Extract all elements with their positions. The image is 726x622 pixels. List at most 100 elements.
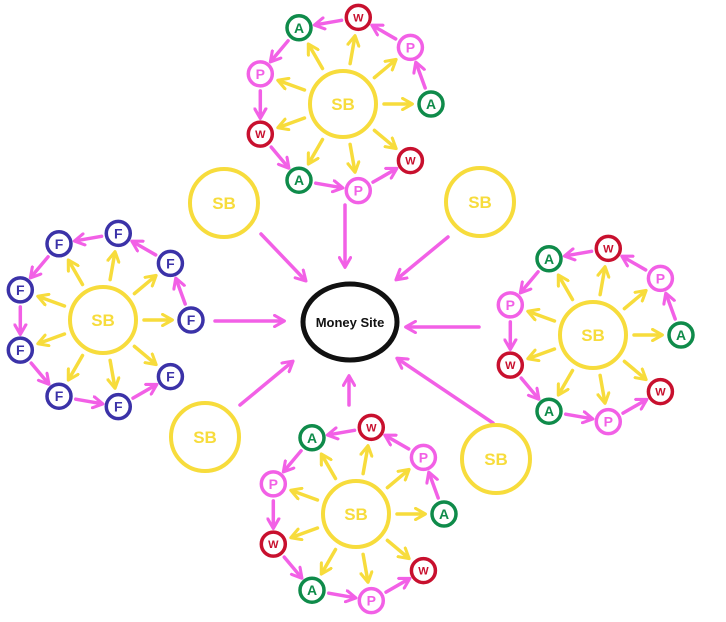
node-label: A xyxy=(307,582,317,598)
sb-to-node-arrow xyxy=(322,455,338,481)
node-circle xyxy=(357,586,386,615)
node-to-node-arrow xyxy=(371,169,396,184)
node-to-node-arrow xyxy=(429,473,440,500)
node-circle xyxy=(357,413,386,442)
money-site-label: Money Site xyxy=(316,315,385,330)
node-chain-arrows xyxy=(273,430,440,598)
node-a: A xyxy=(285,166,313,194)
node-circle xyxy=(344,3,373,32)
sb-circle xyxy=(68,285,138,355)
node-circle xyxy=(298,576,326,604)
node-label: W xyxy=(655,387,666,399)
sb-to-node-arrow xyxy=(132,276,155,296)
sb-to-node-arrow xyxy=(600,373,605,402)
node-label: F xyxy=(16,282,25,298)
node-a: A xyxy=(667,321,695,349)
node-to-node-arrow xyxy=(176,279,187,306)
standalone-sb-node: SB xyxy=(460,423,532,495)
link-to-money-site-arrow xyxy=(397,235,450,279)
cluster-sb-node: SB xyxy=(68,285,138,355)
sb-to-node-arrow xyxy=(372,60,395,80)
node-label: F xyxy=(16,342,25,358)
sb-to-node-arrow xyxy=(110,358,115,387)
sb-label: SB xyxy=(212,194,236,213)
node-p: P xyxy=(409,443,438,472)
node-a: A xyxy=(285,14,313,42)
cluster-sb-node: SB xyxy=(308,69,378,139)
node-to-node-arrow xyxy=(666,294,677,321)
node-w: W xyxy=(259,530,288,558)
node-f: F xyxy=(104,392,133,421)
node-circle xyxy=(156,249,185,278)
node-label: F xyxy=(114,225,123,241)
node-label: P xyxy=(506,297,515,313)
node-to-node-arrow xyxy=(131,385,156,400)
node-to-node-arrow xyxy=(269,145,288,167)
sb-to-node-arrow xyxy=(309,45,325,71)
node-f: F xyxy=(156,362,185,391)
node-label: P xyxy=(419,449,428,465)
node-circle xyxy=(496,291,525,319)
node-circle xyxy=(430,500,458,528)
sb-to-node-arrow xyxy=(350,142,355,171)
node-to-node-arrow xyxy=(313,183,342,188)
node-f: F xyxy=(177,306,205,334)
node-p: P xyxy=(246,60,275,88)
sb-to-node-arrow xyxy=(132,344,155,363)
sb-label: SB xyxy=(581,326,605,345)
node-f: F xyxy=(6,276,35,304)
node-circle xyxy=(104,219,133,248)
node-circle xyxy=(496,351,525,379)
node-label: A xyxy=(294,172,304,188)
node-a: A xyxy=(535,245,563,273)
node-chain-arrows xyxy=(260,20,427,188)
node-circle xyxy=(594,234,623,263)
node-label: P xyxy=(604,414,613,430)
link-to-money-site-arrow xyxy=(259,232,305,280)
node-to-node-arrow xyxy=(563,414,592,419)
node-circle xyxy=(104,392,133,421)
node-w: W xyxy=(344,3,373,32)
node-label: A xyxy=(307,430,317,446)
node-circle xyxy=(594,407,623,436)
sb-circle xyxy=(308,69,378,139)
node-a: A xyxy=(417,90,445,118)
node-label: F xyxy=(166,255,175,271)
sb-to-node-arrow xyxy=(529,312,557,323)
node-p: P xyxy=(357,586,386,615)
node-w: W xyxy=(396,146,425,175)
sb-circle xyxy=(460,423,532,495)
node-circle xyxy=(45,230,73,258)
node-to-node-arrow xyxy=(326,593,355,598)
sb-outlink-arrows xyxy=(39,253,171,387)
node-circle xyxy=(646,264,675,293)
node-circle xyxy=(285,166,313,194)
node-a: A xyxy=(535,397,563,425)
node-p: P xyxy=(594,407,623,436)
node-f: F xyxy=(104,219,133,248)
sb-to-node-arrow xyxy=(292,491,320,502)
link-arrows-layer xyxy=(213,203,495,425)
sb-outlink-arrows xyxy=(292,447,424,581)
node-label: A xyxy=(439,506,449,522)
node-label: W xyxy=(603,243,614,255)
sb-to-node-arrow xyxy=(622,359,645,378)
sb-to-node-arrow xyxy=(559,276,575,302)
link-to-money-site-arrow xyxy=(398,359,495,425)
node-w: W xyxy=(357,413,386,442)
standalone-sb-node: SB xyxy=(169,401,241,473)
sb-to-node-arrow xyxy=(279,116,307,127)
node-label: W xyxy=(405,156,416,168)
sb-circle xyxy=(321,479,391,549)
node-to-node-arrow xyxy=(133,242,158,257)
node-w: W xyxy=(594,234,623,263)
node-a: A xyxy=(298,576,326,604)
node-label: P xyxy=(406,39,415,55)
node-a: A xyxy=(298,424,326,452)
node-label: A xyxy=(544,251,554,267)
